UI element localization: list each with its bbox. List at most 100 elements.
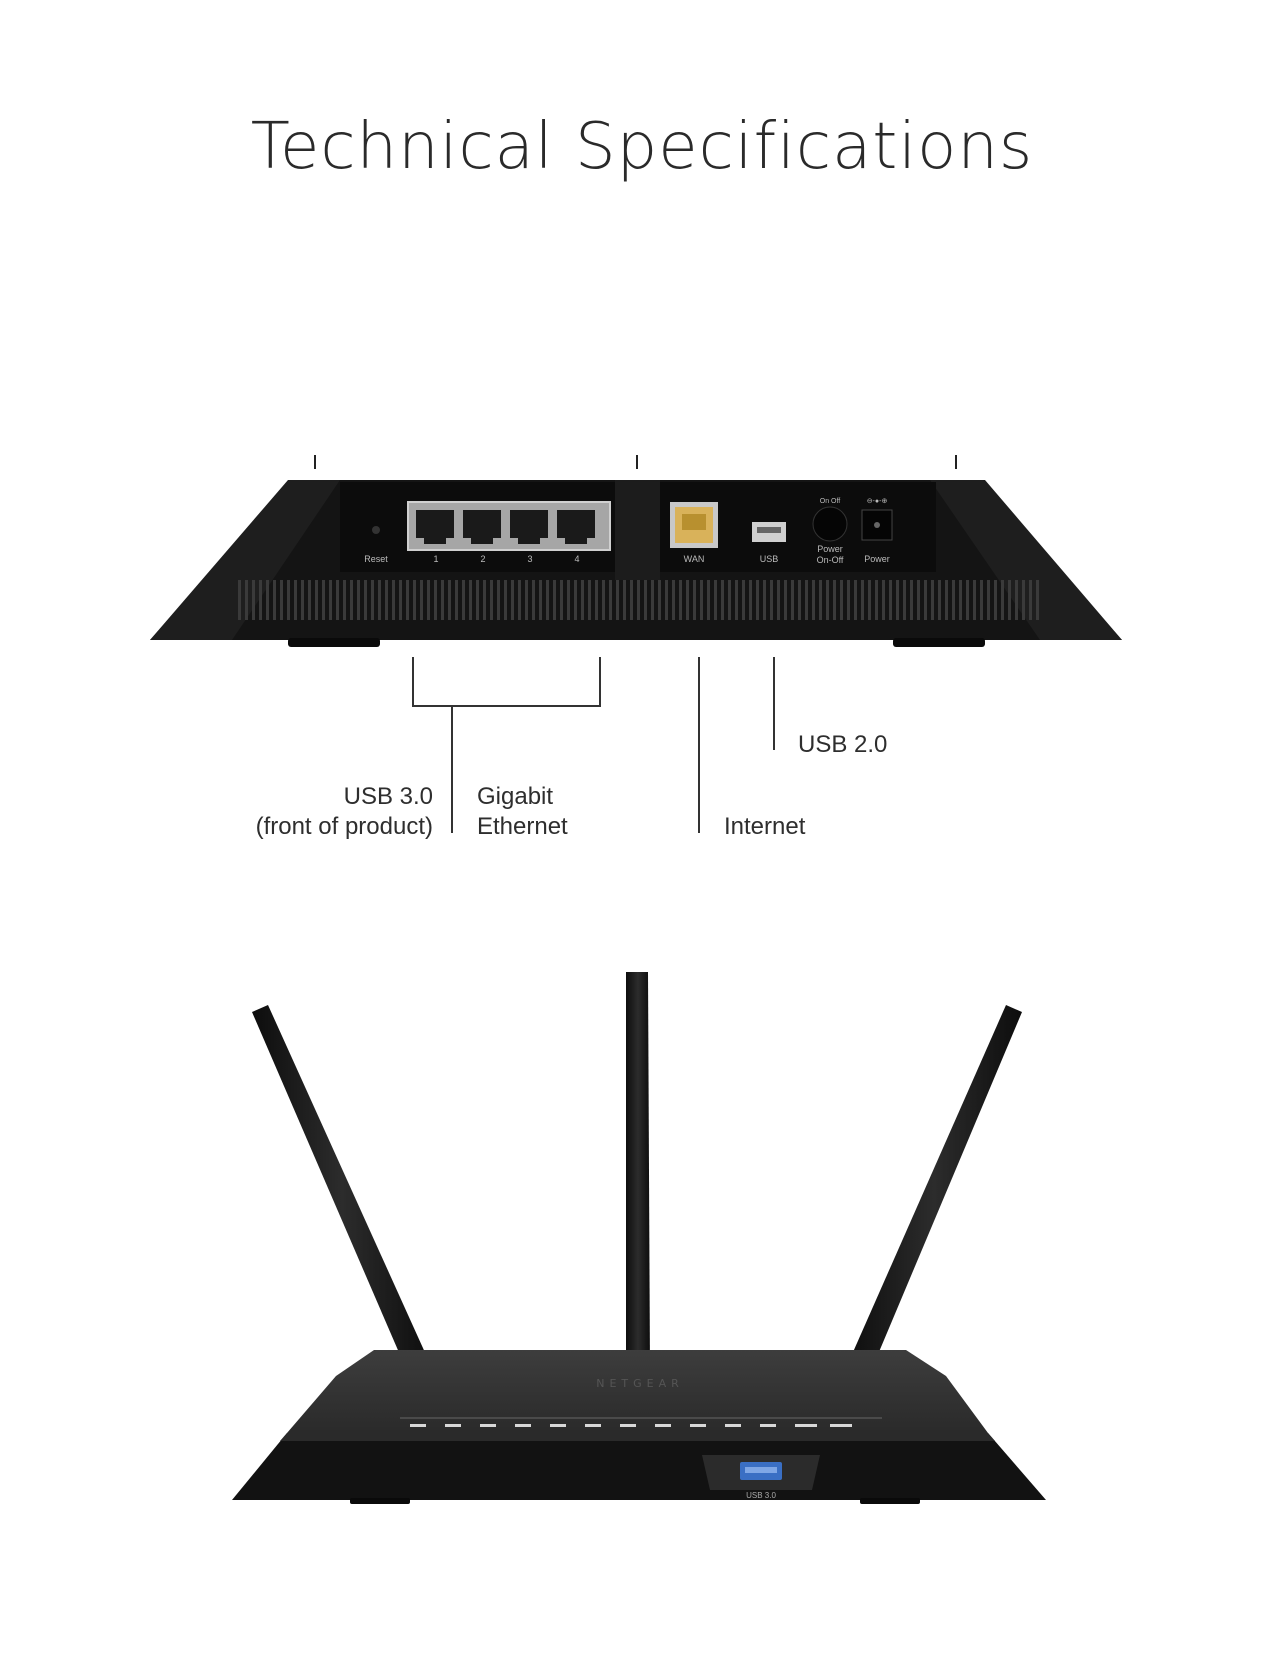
led-indicator bbox=[515, 1424, 531, 1427]
usb-label: USB bbox=[760, 554, 779, 564]
vent-slot bbox=[399, 580, 402, 620]
vent-slot bbox=[742, 580, 745, 620]
vent-slot bbox=[287, 580, 290, 620]
vent-slot bbox=[721, 580, 724, 620]
vent-slot bbox=[427, 580, 430, 620]
vent-slot bbox=[959, 580, 962, 620]
vent-slot bbox=[644, 580, 647, 620]
vent-slot bbox=[658, 580, 661, 620]
vent-slot bbox=[518, 580, 521, 620]
vent-slot bbox=[546, 580, 549, 620]
callout-leader-lines bbox=[412, 657, 775, 833]
led-indicator bbox=[550, 1424, 566, 1427]
vent-slot bbox=[560, 580, 563, 620]
vent-slot bbox=[602, 580, 605, 620]
callout-usb30: USB 3.0 (front of product) bbox=[230, 782, 433, 842]
power-switch-label-line2: On-Off bbox=[817, 555, 844, 565]
gigabit-ethernet-bracket bbox=[412, 657, 601, 707]
vent-slot bbox=[917, 580, 920, 620]
lan-port-2-label: 2 bbox=[480, 554, 485, 564]
vent-slot bbox=[812, 580, 815, 620]
vent-slot bbox=[315, 580, 318, 620]
reset-hole bbox=[372, 526, 380, 534]
vent-slot bbox=[952, 580, 955, 620]
vent-slot bbox=[791, 580, 794, 620]
led-indicator bbox=[760, 1424, 776, 1427]
callout-usb20: USB 2.0 bbox=[798, 731, 888, 758]
vent-slot bbox=[994, 580, 997, 620]
vent-slot bbox=[511, 580, 514, 620]
rear-antenna-stub-center bbox=[636, 455, 638, 469]
led-indicator bbox=[830, 1424, 852, 1427]
vent-slot bbox=[574, 580, 577, 620]
rear-vents bbox=[238, 580, 1039, 620]
vent-slot bbox=[350, 580, 353, 620]
callout-internet: Internet bbox=[724, 813, 806, 840]
vent-slot bbox=[476, 580, 479, 620]
vent-slot bbox=[322, 580, 325, 620]
vent-slot bbox=[756, 580, 759, 620]
callout-gigabit-ethernet: Gigabit Ethernet bbox=[477, 782, 568, 842]
vent-slot bbox=[301, 580, 304, 620]
front-antenna-right bbox=[846, 1005, 1022, 1378]
vent-slot bbox=[525, 580, 528, 620]
vent-slot bbox=[616, 580, 619, 620]
vent-slot bbox=[672, 580, 675, 620]
vent-slot bbox=[889, 580, 892, 620]
vent-slot bbox=[987, 580, 990, 620]
vent-slot bbox=[630, 580, 633, 620]
lan-port-1-label: 1 bbox=[433, 554, 438, 564]
vent-slot bbox=[798, 580, 801, 620]
vent-slot bbox=[679, 580, 682, 620]
vent-slot bbox=[805, 580, 808, 620]
led-indicator bbox=[445, 1424, 461, 1427]
vent-slot bbox=[833, 580, 836, 620]
vent-slot bbox=[861, 580, 864, 620]
power-jack-pin bbox=[874, 522, 880, 528]
front-led-indicators bbox=[410, 1424, 852, 1427]
vent-slot bbox=[728, 580, 731, 620]
vent-slot bbox=[455, 580, 458, 620]
vent-slot bbox=[910, 580, 913, 620]
vent-slot bbox=[469, 580, 472, 620]
vent-slot bbox=[532, 580, 535, 620]
vent-slot bbox=[875, 580, 878, 620]
vent-slot bbox=[868, 580, 871, 620]
router-rear-view: Reset 1 2 3 4 WAN USB On Off Power On-Of… bbox=[150, 455, 1122, 647]
vent-slot bbox=[651, 580, 654, 620]
front-foot-right bbox=[860, 1498, 920, 1504]
vent-slot bbox=[896, 580, 899, 620]
vent-slot bbox=[483, 580, 486, 620]
vent-slot bbox=[1015, 580, 1018, 620]
vent-slot bbox=[819, 580, 822, 620]
lan-port-3-label: 3 bbox=[527, 554, 532, 564]
lan-port-2 bbox=[463, 510, 501, 544]
callout-usb30-line1: USB 3.0 bbox=[343, 783, 433, 810]
vent-slot bbox=[609, 580, 612, 620]
vent-slot bbox=[966, 580, 969, 620]
vent-slot bbox=[665, 580, 668, 620]
lan-port-1 bbox=[416, 510, 454, 544]
callout-usb30-line2: (front of product) bbox=[255, 813, 433, 840]
vent-slot bbox=[371, 580, 374, 620]
usb3-port-label: USB 3.0 bbox=[746, 1491, 776, 1500]
vent-slot bbox=[707, 580, 710, 620]
rear-foot-right bbox=[893, 638, 985, 647]
vent-slot bbox=[490, 580, 493, 620]
front-antenna-left bbox=[252, 1005, 432, 1378]
vent-slot bbox=[462, 580, 465, 620]
power-label: Power bbox=[864, 554, 890, 564]
rear-foot-left bbox=[288, 638, 380, 647]
front-top-panel bbox=[287, 1350, 988, 1433]
page-title: Technical Specifications bbox=[250, 110, 1034, 184]
vent-slot bbox=[567, 580, 570, 620]
vent-slot bbox=[693, 580, 696, 620]
vent-slot bbox=[434, 580, 437, 620]
vent-slot bbox=[441, 580, 444, 620]
vent-slot bbox=[777, 580, 780, 620]
usb3-port-tongue bbox=[745, 1467, 777, 1473]
front-base bbox=[232, 1433, 1046, 1500]
rear-antenna-stub-left bbox=[314, 455, 316, 469]
led-indicator bbox=[795, 1424, 817, 1427]
